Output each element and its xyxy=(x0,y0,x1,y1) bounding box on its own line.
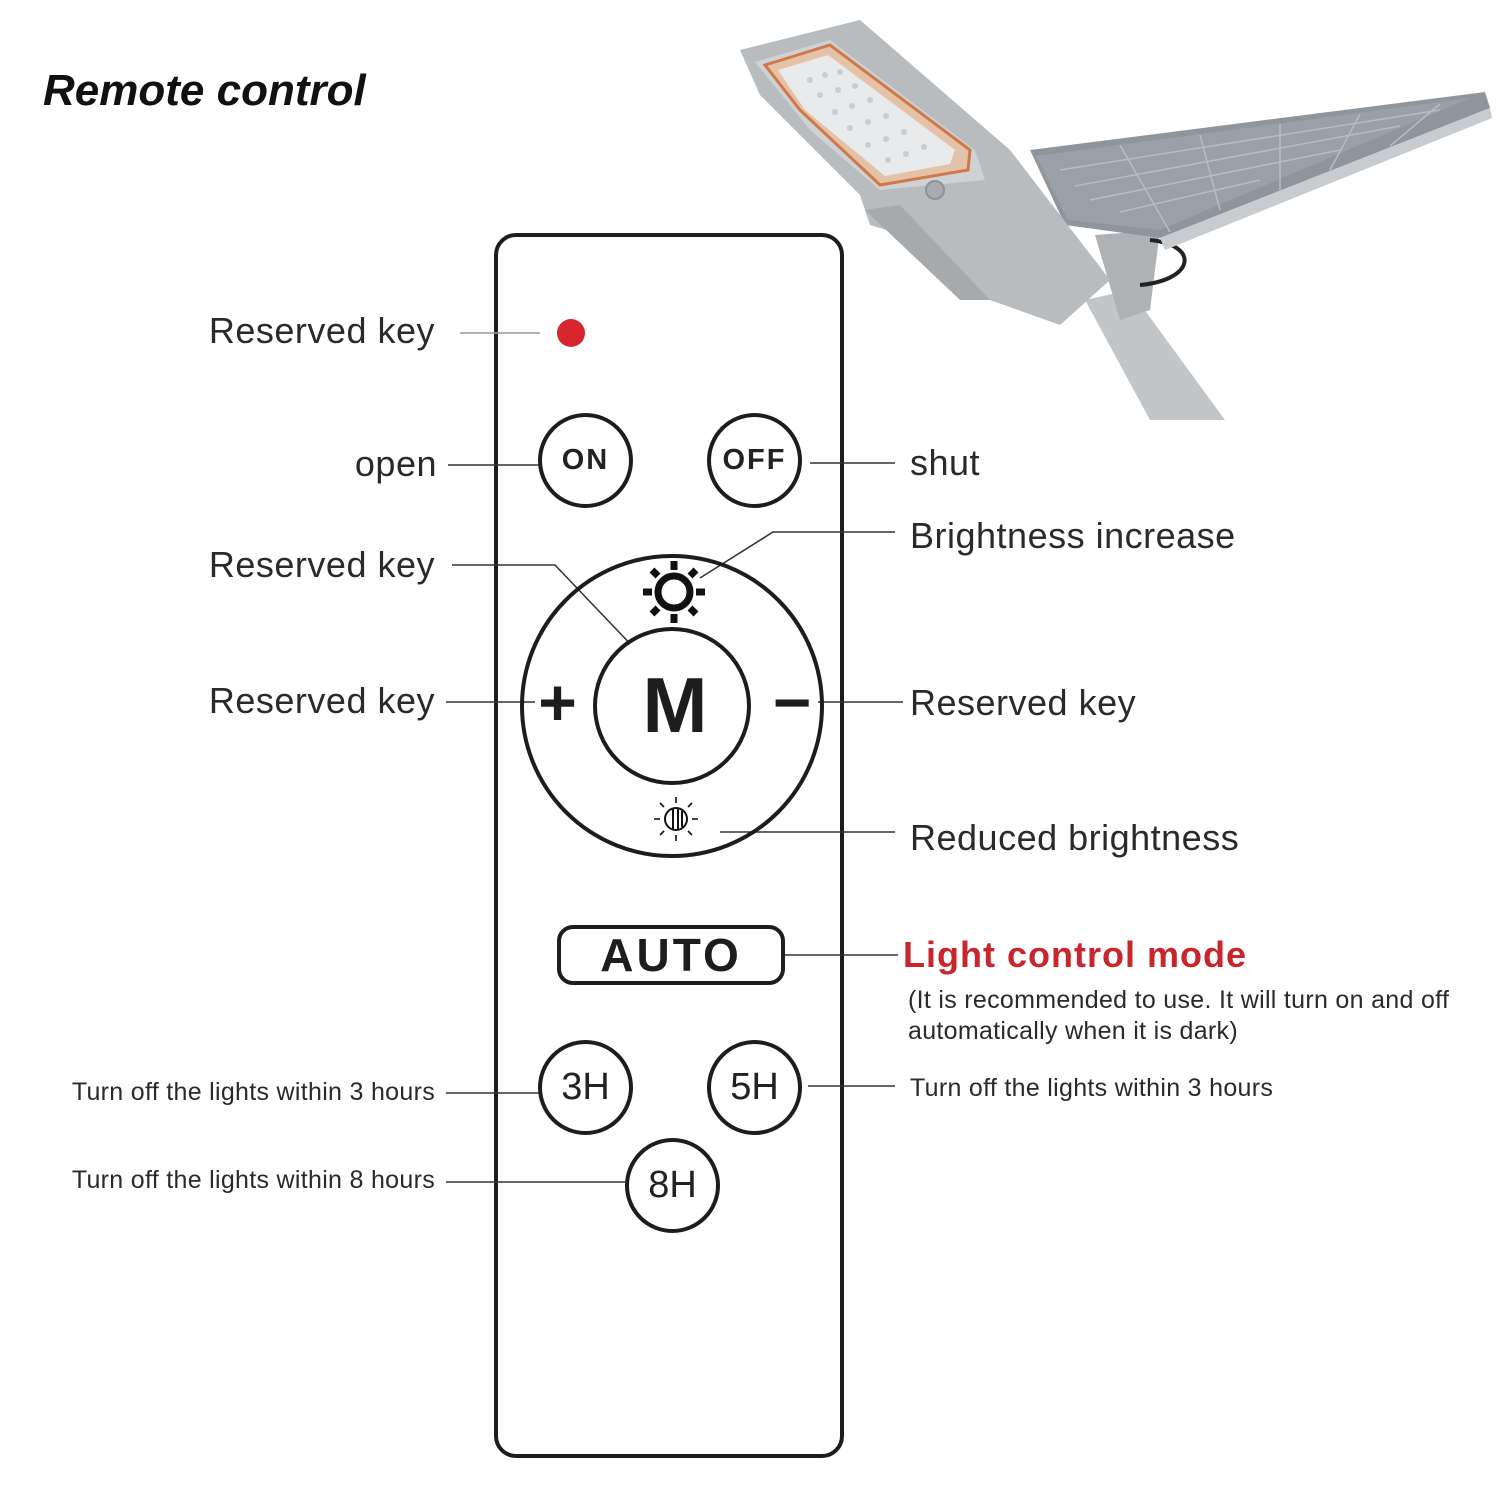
label-turn-off-3h: Turn off the lights within 3 hours xyxy=(71,1078,435,1106)
label-reduced-brightness: Reduced brightness xyxy=(910,817,1240,858)
leader-mode xyxy=(452,564,658,673)
lamp-bracket xyxy=(1095,230,1160,320)
label-reserved-plus: Reserved key xyxy=(208,680,435,721)
minus-button-label: − xyxy=(772,665,812,739)
auto-button-label: AUTO xyxy=(600,929,742,981)
timer-3h-label: 3H xyxy=(561,1066,610,1108)
label-light-control-mode: Light control mode xyxy=(903,934,1247,975)
minus-button[interactable]: − xyxy=(768,664,816,740)
off-button[interactable]: OFF xyxy=(707,413,802,508)
sun-dim-icon xyxy=(654,797,698,841)
plus-button-label: + xyxy=(538,665,577,739)
on-button-label: ON xyxy=(561,444,610,476)
remote-control-body xyxy=(494,233,844,1458)
label-open: open xyxy=(354,443,437,484)
label-turn-off-8h: Turn off the lights within 8 hours xyxy=(71,1166,435,1194)
timer-5h-button[interactable]: 5H xyxy=(707,1040,802,1135)
sun-filled-icon xyxy=(643,561,705,623)
off-button-label: OFF xyxy=(722,444,787,476)
plus-button[interactable]: + xyxy=(530,664,585,740)
label-light-control-note: (It is recommended to use. It will turn … xyxy=(908,986,1450,1045)
mode-button-label: M xyxy=(642,661,708,749)
label-reserved-minus: Reserved key xyxy=(910,682,1137,723)
timer-8h-button[interactable]: 8H xyxy=(625,1138,720,1233)
mode-button[interactable]: M xyxy=(625,660,725,751)
leader-brightness-increase xyxy=(699,531,895,579)
label-reserved-top: Reserved key xyxy=(208,310,435,351)
indicator-led xyxy=(557,319,585,347)
page-title: Remote control xyxy=(43,66,366,115)
label-shut: shut xyxy=(910,442,981,483)
lamp-pole xyxy=(1085,290,1225,420)
timer-5h-label: 5H xyxy=(730,1066,779,1108)
auto-button[interactable]: AUTO xyxy=(557,925,785,985)
solar-panel-grid xyxy=(1059,103,1441,233)
reduced-brightness-button[interactable] xyxy=(645,795,707,845)
label-brightness-increase: Brightness increase xyxy=(910,515,1236,556)
label-reserved-mode: Reserved key xyxy=(208,544,435,585)
mode-key-ring xyxy=(593,627,751,785)
led-dots xyxy=(807,69,927,163)
direction-pad xyxy=(520,554,824,858)
timer-8h-label: 8H xyxy=(648,1164,697,1206)
label-turn-off-5h: Turn off the lights within 3 hours xyxy=(910,1074,1274,1102)
on-button[interactable]: ON xyxy=(538,413,633,508)
brightness-increase-button[interactable] xyxy=(640,562,710,622)
timer-3h-button[interactable]: 3H xyxy=(538,1040,633,1135)
